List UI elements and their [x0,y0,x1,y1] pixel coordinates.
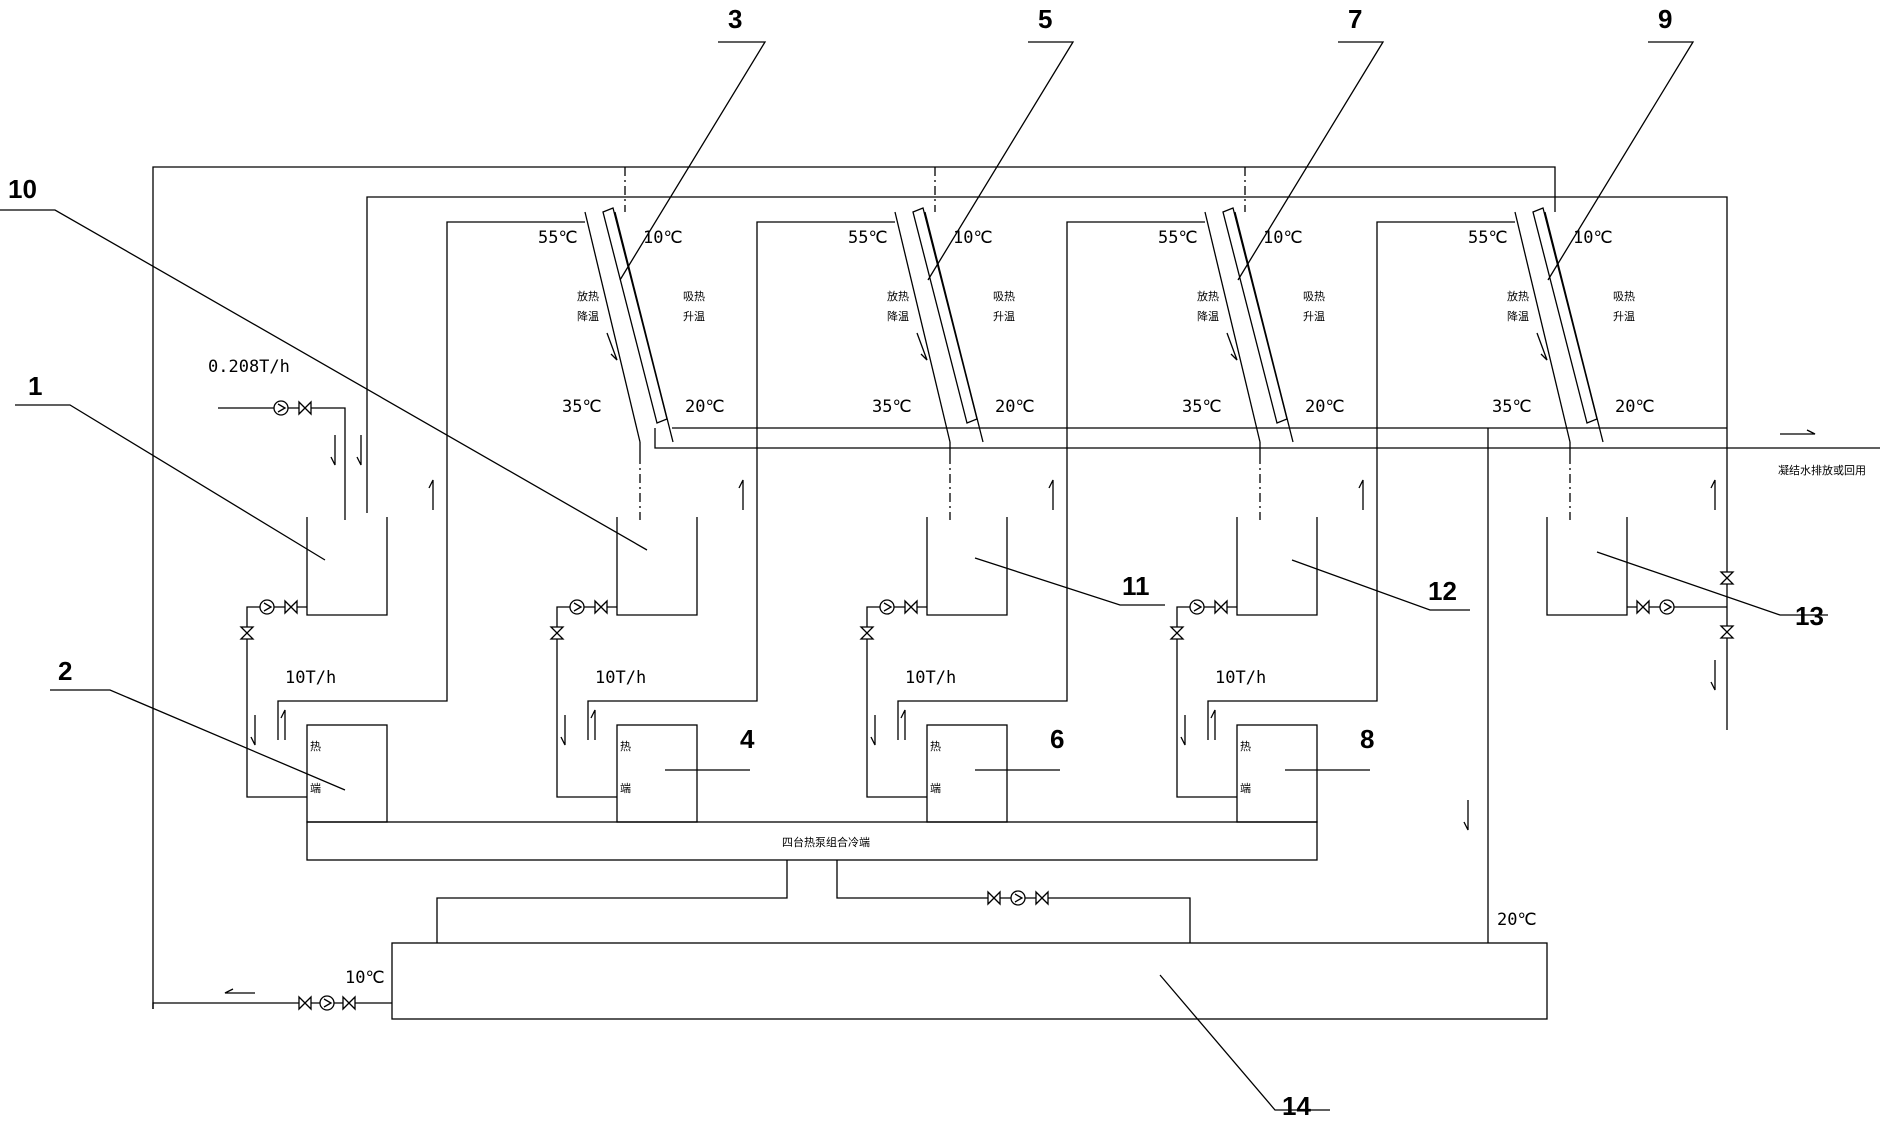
temp-55-hx5: 55℃ [848,228,888,248]
temp-35-hx9: 35℃ [1492,397,1532,417]
hx3-cold-l1: 吸热 [683,290,705,303]
temp-10-hx9: 10℃ [1573,228,1613,248]
callout-1: 1 [28,371,42,401]
tank-11 [926,517,1008,616]
callout-14: 14 [1282,1091,1311,1121]
callout-8: 8 [1360,724,1374,754]
callout-12: 12 [1428,576,1457,606]
return-temp-label: 20℃ [1497,910,1537,930]
hx9-cold-l2: 升温 [1613,310,1635,323]
hx3-cold-l2: 升温 [683,310,705,323]
leader-lines [0,41,1828,1111]
callout-2: 2 [58,656,72,686]
hx5-cold-l2: 升温 [993,310,1015,323]
hx9-cold-l1: 吸热 [1613,290,1635,303]
makeup-line [218,400,346,520]
temp-10-hx7: 10℃ [1263,228,1303,248]
temp-20-hx5: 20℃ [995,397,1035,417]
makeup-flow-label: 0.208T/h [208,357,290,377]
hx5-hot-l2: 降温 [887,309,909,323]
tank14-outlet [152,995,392,1011]
top-header-lines [152,166,1728,1009]
temp-20-hx9: 20℃ [1615,397,1655,417]
hp2-l1: 热 [310,740,321,753]
hp6-l2: 端 [930,782,941,795]
callout-6: 6 [1050,724,1064,754]
callout-13: 13 [1795,601,1824,631]
cold-header-label: 四台热泵组合冷端 [782,835,870,849]
callout-10: 10 [8,174,37,204]
hx9-hot-l2: 降温 [1507,309,1529,323]
temp-10-hx5: 10℃ [953,228,993,248]
hx7-cold-l2: 升温 [1303,310,1325,323]
flow-label-hp6: 10T/h [905,668,956,688]
hx7-cold-l1: 吸热 [1303,290,1325,303]
collection-lines [639,427,1880,943]
hp4-l2: 端 [620,782,631,795]
hp4-l1: 热 [620,740,631,753]
callout-3: 3 [728,4,742,34]
hx5-hot-l1: 放热 [887,289,909,303]
hx3-hot-l1: 放热 [577,289,599,303]
outlet-temp-label: 10℃ [345,968,385,988]
hx5-cold-l1: 吸热 [993,290,1015,303]
hp6-l1: 热 [930,740,941,753]
callout-5: 5 [1038,4,1052,34]
hx7-hot-l1: 放热 [1197,289,1219,303]
flow-label-hp2: 10T/h [285,668,336,688]
callout-11: 11 [1122,571,1150,601]
tank-10 [616,517,698,616]
hp8-l1: 热 [1240,740,1251,753]
cold-header [306,821,1318,861]
temp-35-hx7: 35℃ [1182,397,1222,417]
temp-20-hx7: 20℃ [1305,397,1345,417]
callout-9: 9 [1658,4,1672,34]
hx9-hot-l1: 放热 [1507,289,1529,303]
hot-supply-lines [277,221,1515,740]
temp-55-hx9: 55℃ [1468,228,1508,248]
temp-35-hx3: 35℃ [562,397,602,417]
tank-13 [1546,517,1628,616]
hx3-hot-l2: 降温 [577,309,599,323]
callout-7: 7 [1348,4,1362,34]
tank-14 [391,942,1548,1020]
temp-10-hx3: 10℃ [643,228,683,248]
discharge-label: 凝结水排放或回用 [1778,463,1866,477]
chinese-labels: 放热 降温 吸热 升温 放热 降温 吸热 升温 放热 降温 吸热 升温 放热 降… [310,289,1866,849]
flow-arrows [224,332,1816,994]
temp-20-hx3: 20℃ [685,397,725,417]
tank-heatpump-loops [240,599,1237,798]
hp2-l2: 端 [310,782,321,795]
tank-12 [1236,517,1318,616]
temp-35-hx5: 35℃ [872,397,912,417]
callout-4: 4 [740,724,755,754]
cold-header-links [436,860,1191,943]
flow-label-hp8: 10T/h [1215,668,1266,688]
temp-55-hx3: 55℃ [538,228,578,248]
hp8-l2: 端 [1240,782,1251,795]
tank13-outlet [1627,535,1734,730]
hx7-hot-l2: 降温 [1197,309,1219,323]
flow-label-hp4: 10T/h [595,668,646,688]
callout-numbers: 1 2 3 4 5 6 7 8 9 10 11 12 13 14 [8,4,1824,1121]
tank-1 [306,517,388,616]
temp-55-hx7: 55℃ [1158,228,1198,248]
labels: 0.208T/h 55℃ 10℃ 35℃ 20℃ 55℃ 10℃ 35℃ 20℃… [208,228,1655,988]
